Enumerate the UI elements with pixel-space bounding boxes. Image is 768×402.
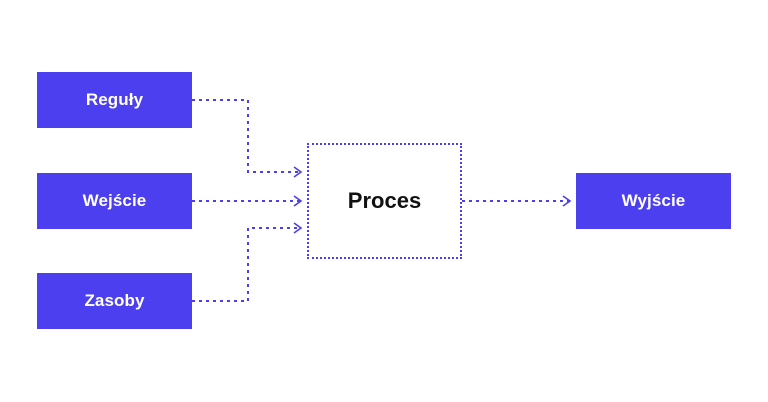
input-node: Wejście [37,173,192,229]
resources-node: Zasoby [37,273,192,329]
edge-resources-to-process [192,227,300,302]
arrowhead-resources [293,222,303,234]
resources-label: Zasoby [84,291,145,310]
process-node: Proces [307,143,462,259]
arrowhead-output [562,195,572,207]
arrowhead-rules [293,166,303,178]
output-label: Wyjście [621,191,686,210]
arrowhead-input [293,195,303,207]
rules-label: Reguły [85,90,144,109]
rules-node: Reguły [37,72,192,128]
output-node: Wyjście [576,173,731,229]
edge-rules-to-process [192,99,300,173]
input-label: Wejście [82,191,147,210]
process-label: Proces [347,188,422,213]
